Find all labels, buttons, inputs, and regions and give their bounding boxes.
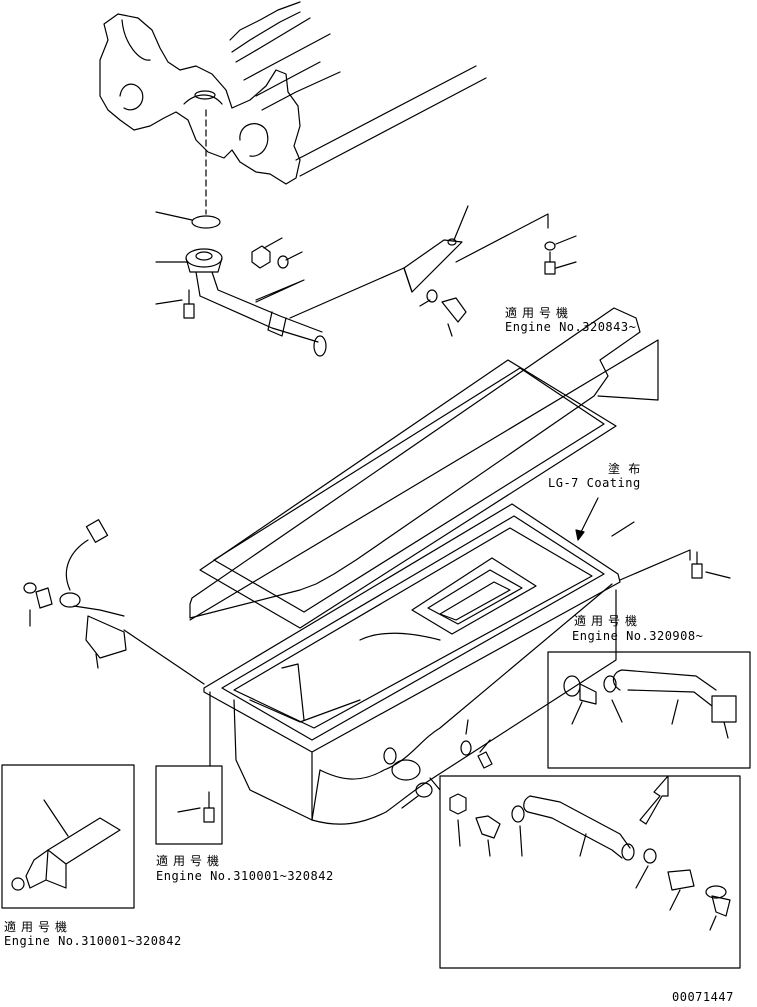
engine-range-310001-a: Engine No.310001~320842 <box>156 869 334 883</box>
breather-hose-b <box>449 793 731 931</box>
part-number: 00071447 <box>672 990 734 1004</box>
level-sensor <box>23 519 205 685</box>
detail-box-bolt <box>155 765 223 845</box>
drain-plug <box>11 799 121 891</box>
o-ring <box>191 215 221 229</box>
detail-bolt <box>177 691 215 823</box>
engine-block <box>99 1 487 215</box>
applicable-label-320908-jp: 適用号機 <box>574 614 643 628</box>
oil-pan <box>203 503 621 825</box>
update-arrow <box>639 775 669 825</box>
bracket-bolt <box>544 235 577 275</box>
pipe-bolt <box>155 289 195 319</box>
bracket <box>403 205 549 293</box>
coating-label: LG-7 Coating <box>548 476 641 490</box>
gasket <box>189 307 659 629</box>
engine-range-310001-b: Engine No.310001~320842 <box>4 934 182 948</box>
engine-range-320908: Engine No.320908~ <box>572 629 704 643</box>
suction-pipe <box>155 248 327 357</box>
engine-range-320843: Engine No.320843~ <box>505 320 637 334</box>
nut-washer <box>251 237 303 269</box>
coating-label-jp: 塗 布 <box>608 462 641 476</box>
detail-box-drain <box>1 764 135 909</box>
pan-bolt <box>619 549 731 581</box>
detail-box-hose <box>439 775 741 969</box>
applicable-label-320843-jp: 適用号機 <box>505 306 574 320</box>
applicable-label-310001-jp-b: 適用号機 <box>4 920 73 934</box>
pipe-clamp-bolt <box>419 289 467 337</box>
detail-box-320908 <box>547 651 751 769</box>
breather-hose-a <box>563 669 737 739</box>
applicable-label-310001-jp-a: 適用号機 <box>156 854 225 868</box>
